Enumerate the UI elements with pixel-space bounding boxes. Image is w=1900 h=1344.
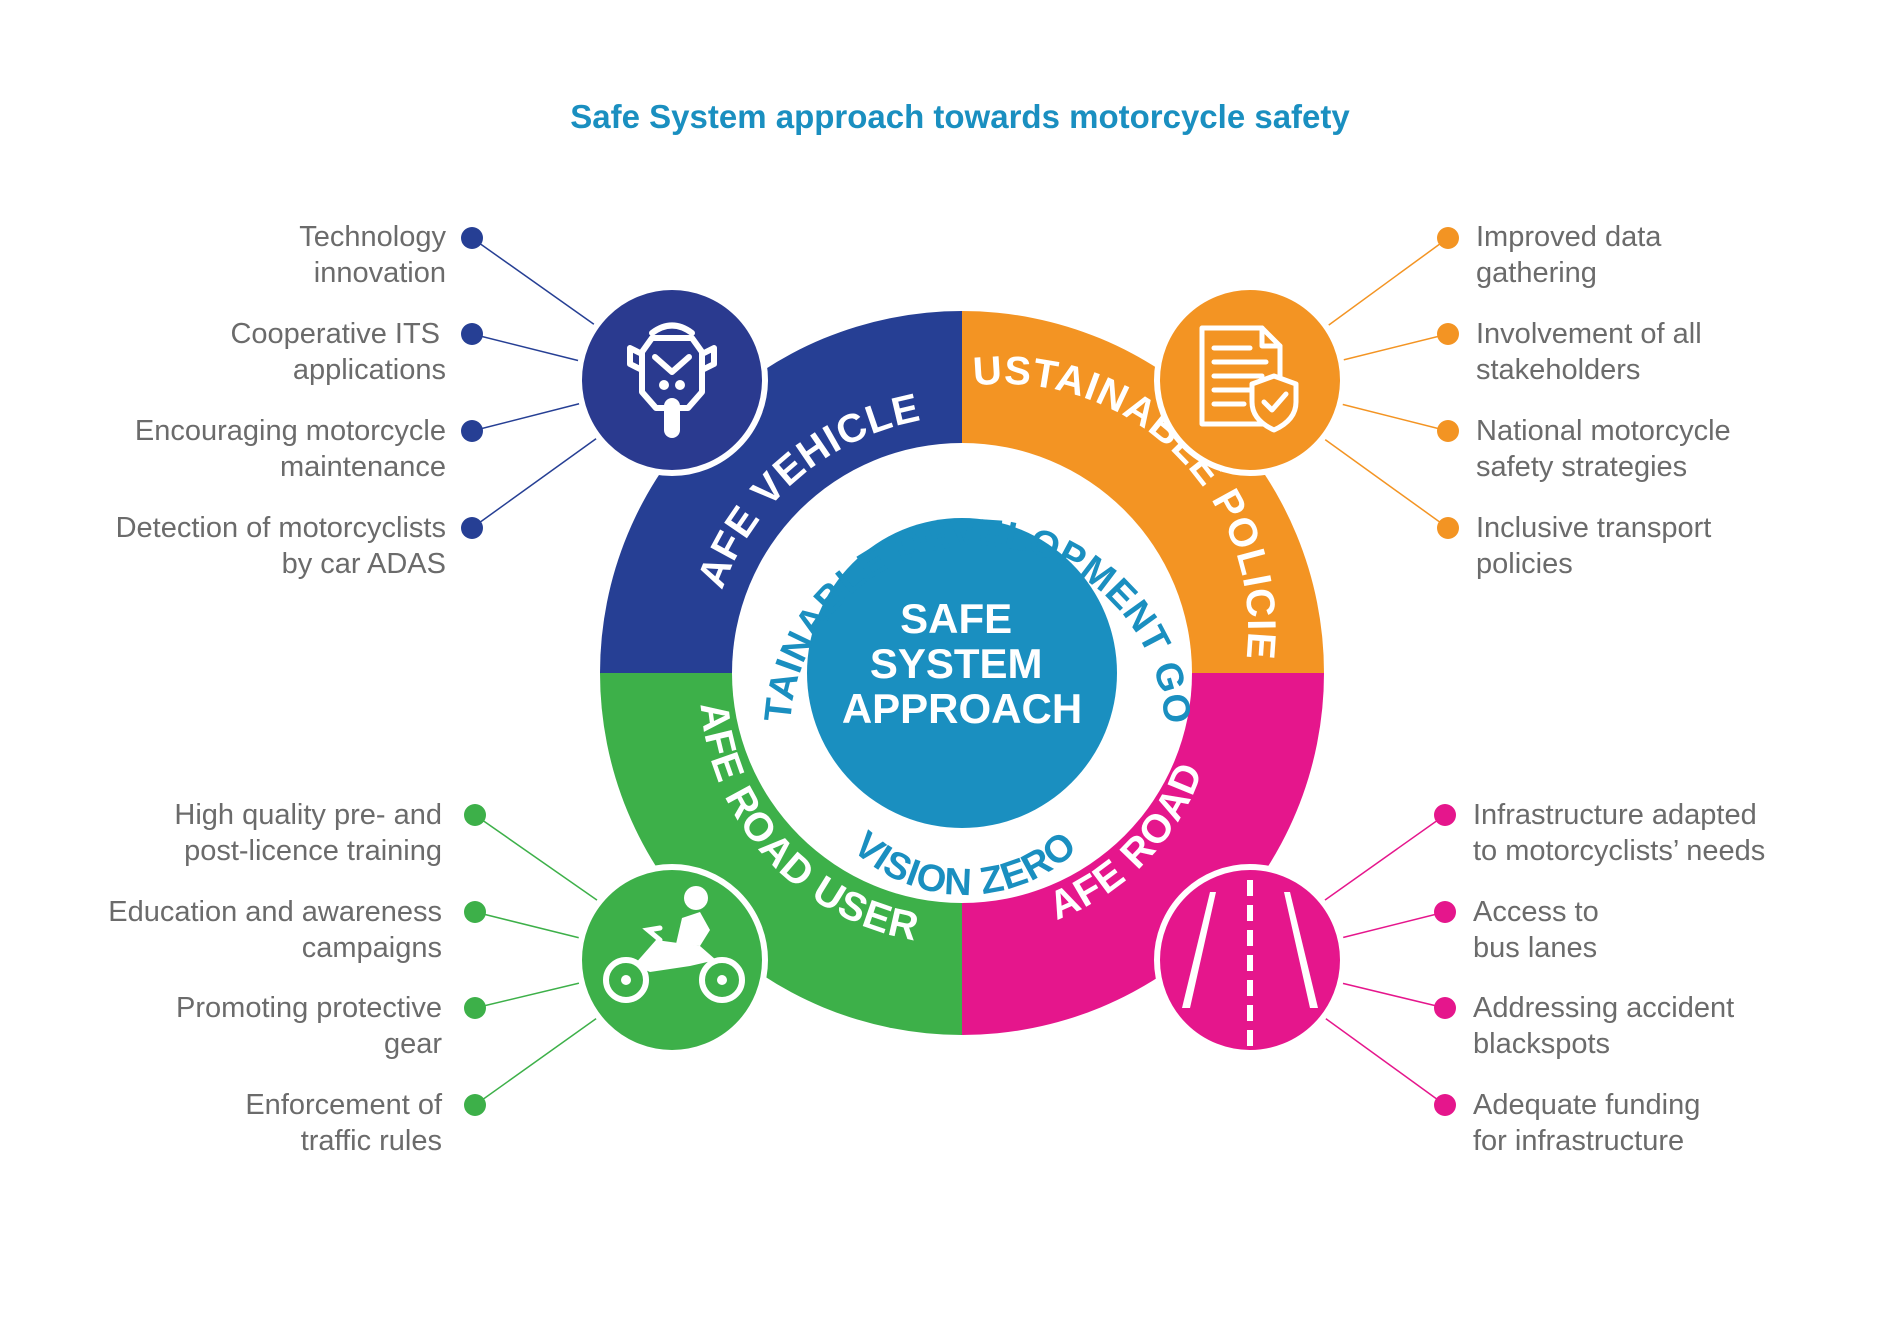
center-circle [807,518,1117,828]
center-line: SYSTEM [870,640,1043,687]
page-title: Safe System approach towards motorcycle … [570,98,1350,135]
motorcycle-front-icon [576,284,768,476]
connector-lines [471,237,1449,1106]
policies-connectors [1315,237,1449,529]
road-users-connectors [474,814,605,1106]
policy-document-icon [1154,284,1346,476]
vehicles-connectors [471,237,605,529]
center-label: SAFE SYSTEM APPROACH [842,595,1082,732]
motorcyclist-icon [576,864,768,1056]
roads-connectors [1317,814,1446,1106]
center-line: APPROACH [842,685,1082,732]
road-lanes-icon [1154,864,1346,1056]
bullet-dots [461,227,1459,1116]
center-line: SAFE [900,595,1012,642]
